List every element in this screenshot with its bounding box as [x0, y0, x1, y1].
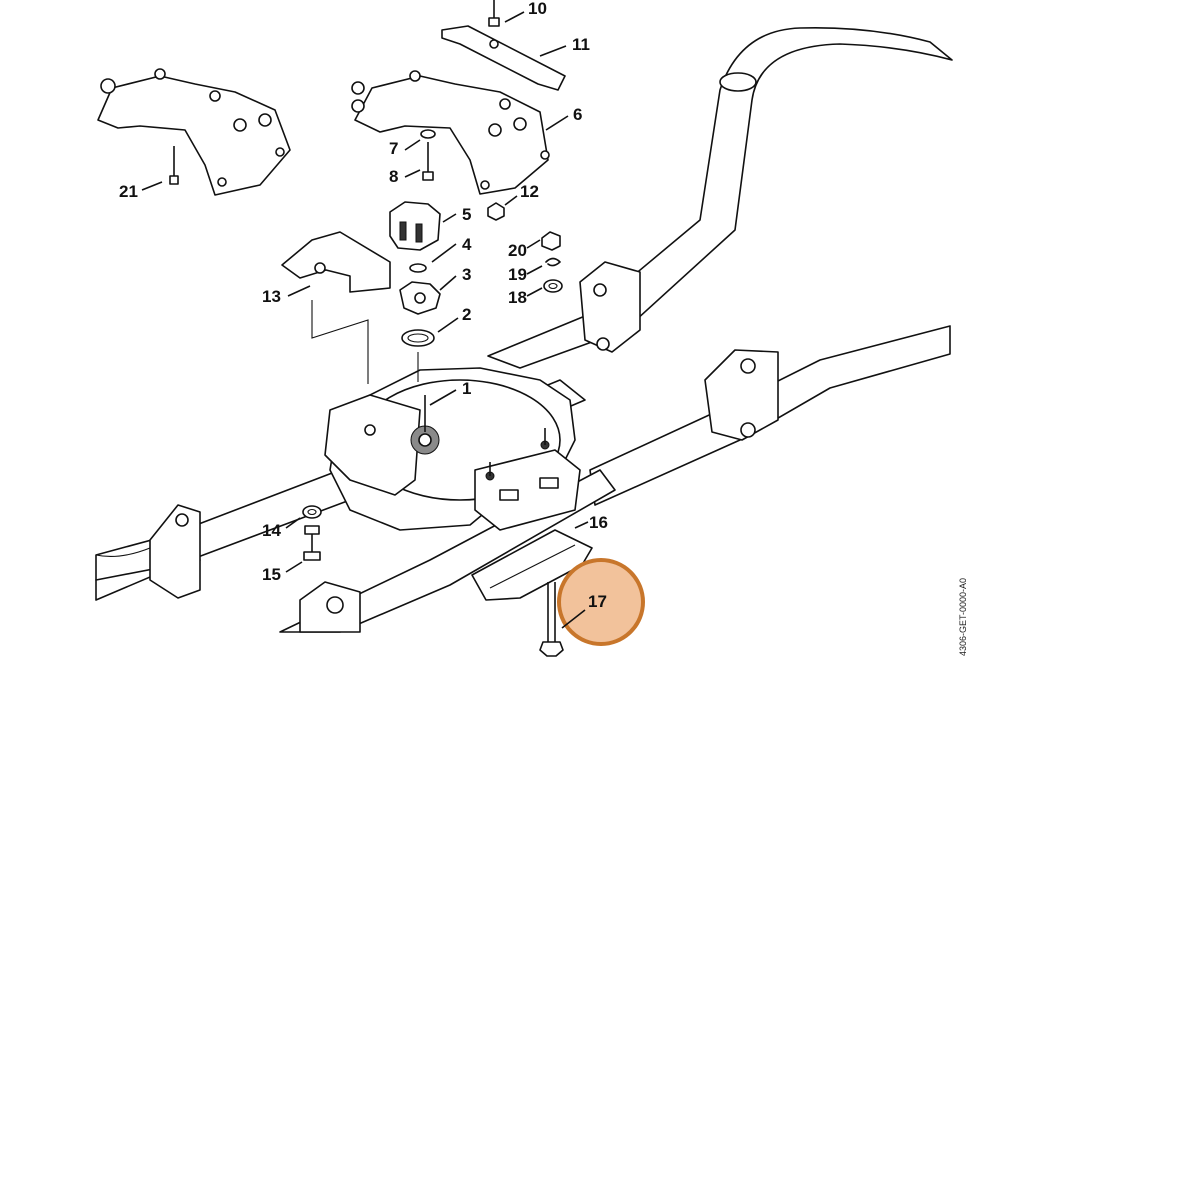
assembly-guide-lines: [311, 300, 419, 384]
callout-2[interactable]: 2: [462, 305, 471, 324]
coupling-5-part: [389, 201, 441, 251]
callout-15[interactable]: 15: [262, 565, 281, 584]
washer-8-part: [420, 129, 436, 139]
nut-20-part: [541, 231, 561, 251]
leader-lines: [141, 11, 589, 629]
callout-labels: 10 11 6 7 8 12 5 4 3 2 1 13 20 19 18 21 …: [119, 0, 608, 611]
guard-plate-13-part: [281, 231, 391, 293]
callout-8[interactable]: 7: [389, 139, 398, 158]
callout-16[interactable]: 16: [589, 513, 608, 532]
callout-20[interactable]: 20: [508, 241, 527, 260]
right-cover-part: [351, 70, 550, 195]
coupling-3-part: [399, 281, 441, 315]
callout-1[interactable]: 1: [462, 379, 471, 398]
highlight-marker: [557, 558, 645, 646]
screw-10-part: [488, 0, 500, 27]
callout-3[interactable]: 3: [462, 265, 471, 284]
callout-5[interactable]: 5: [462, 205, 471, 224]
callout-11[interactable]: 11: [572, 35, 590, 54]
frame-clamp-left: [149, 504, 201, 599]
callout-13[interactable]: 13: [262, 287, 281, 306]
callout-6[interactable]: 6: [573, 105, 582, 124]
callout-14[interactable]: 14: [262, 521, 281, 540]
callout-18[interactable]: 18: [508, 288, 527, 307]
callout-19[interactable]: 19: [508, 265, 527, 284]
circlip-2-part: [401, 329, 435, 347]
callout-10[interactable]: 10: [528, 0, 547, 18]
screw-15-part: [303, 525, 321, 561]
screw-7-part: [422, 142, 434, 181]
washer-18-part: [543, 279, 563, 293]
left-cover-part: [97, 68, 291, 196]
screw-17-part: [539, 582, 564, 657]
callout-4[interactable]: 4: [462, 235, 472, 254]
gear-housing: [324, 367, 581, 531]
ring-4-part: [409, 263, 427, 273]
callout-7[interactable]: 8: [389, 167, 398, 186]
callout-12[interactable]: 12: [520, 182, 539, 201]
plate-11-part: [441, 25, 566, 91]
frame-clamp-lower-left: [299, 581, 361, 633]
spring-washer-19-part: [545, 257, 561, 267]
callout-21[interactable]: 21: [119, 182, 138, 201]
washer-14-part: [302, 505, 322, 519]
nut-12-part: [487, 202, 505, 221]
callout-17[interactable]: 17: [588, 592, 607, 611]
frame-clamp-right: [704, 349, 779, 441]
frame-clamp-upper-right: [579, 261, 641, 353]
drawing-code: 4306-GET-0000-A0: [958, 578, 968, 656]
